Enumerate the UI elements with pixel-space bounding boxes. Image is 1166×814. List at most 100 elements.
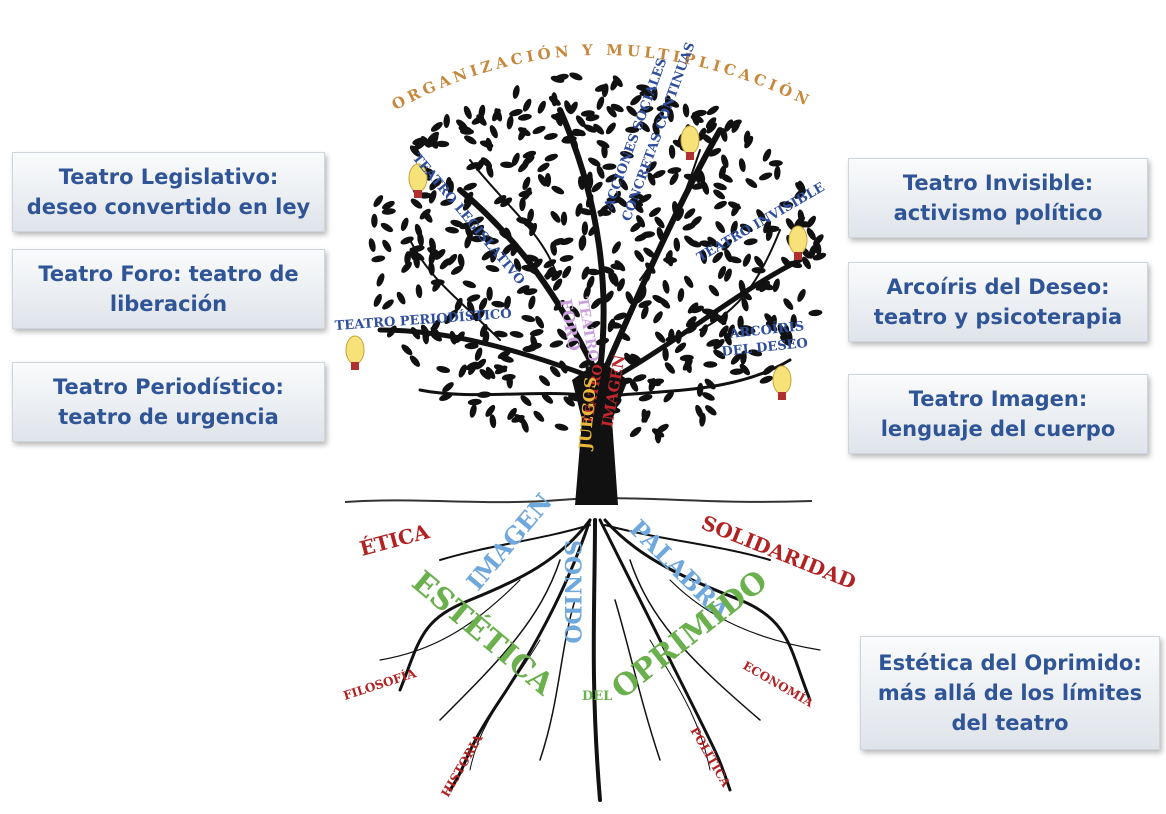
leaf xyxy=(641,408,649,423)
leaf xyxy=(596,96,605,110)
callout-line: Teatro Invisible: xyxy=(902,171,1094,195)
leaf xyxy=(674,342,687,354)
leaf xyxy=(705,405,717,416)
leaf xyxy=(528,342,542,350)
leaf xyxy=(380,222,394,233)
leaf xyxy=(706,338,720,347)
leaf xyxy=(742,325,756,334)
leaf xyxy=(528,295,536,310)
leaf xyxy=(797,288,806,302)
leaf xyxy=(586,275,595,290)
leaf xyxy=(525,254,539,262)
leaf xyxy=(634,250,645,262)
leaf xyxy=(368,238,376,252)
callout-teatro-foro: Teatro Foro: teatro de liberación xyxy=(12,249,325,329)
leaf xyxy=(428,190,437,204)
leaf xyxy=(739,363,750,376)
leaf xyxy=(572,128,586,137)
leaf xyxy=(529,329,544,337)
lightbulb-icon xyxy=(680,125,700,160)
leaf xyxy=(682,222,696,231)
leaf xyxy=(653,111,665,124)
leaf xyxy=(560,211,568,226)
leaf xyxy=(636,215,646,228)
leaf xyxy=(606,105,617,118)
leaf xyxy=(458,125,473,133)
root-label-del: DEL xyxy=(582,689,612,704)
leaf xyxy=(569,101,578,115)
leaf xyxy=(494,108,503,122)
leaf xyxy=(724,119,734,132)
leaf xyxy=(486,286,493,301)
leaf xyxy=(812,252,827,261)
leaf xyxy=(707,236,719,248)
leaf xyxy=(550,113,565,122)
leaf xyxy=(442,382,454,393)
callout-line: teatro y psicoterapia xyxy=(873,305,1123,329)
leaf xyxy=(638,300,652,308)
leaf xyxy=(585,366,597,377)
leaf xyxy=(794,188,806,199)
leaf xyxy=(639,106,654,113)
leaf xyxy=(655,331,666,343)
leaf xyxy=(808,309,823,317)
leaf xyxy=(581,266,590,280)
leaf xyxy=(410,327,421,340)
leaf xyxy=(602,163,617,170)
leaf xyxy=(699,240,714,248)
leaf xyxy=(794,216,805,228)
leaf xyxy=(649,207,661,217)
leaf xyxy=(742,253,751,267)
leaf xyxy=(699,324,708,338)
leaf xyxy=(529,222,538,237)
leaf xyxy=(695,169,702,184)
leaf xyxy=(537,162,550,173)
callout-line: Teatro Foro: teatro de xyxy=(38,262,299,286)
leaf xyxy=(588,157,601,167)
leaf xyxy=(544,153,558,162)
leaf xyxy=(535,315,545,329)
leaf xyxy=(706,312,721,320)
leaf xyxy=(485,404,496,417)
lightbulb-icon xyxy=(772,365,792,400)
callout-line: teatro de urgencia xyxy=(58,405,279,429)
leaf xyxy=(591,297,602,310)
leaf xyxy=(643,247,655,258)
leaf xyxy=(458,364,467,378)
leaf xyxy=(550,211,561,223)
leaf xyxy=(751,267,766,274)
leaf xyxy=(479,323,488,338)
leaf xyxy=(783,298,794,310)
leaf xyxy=(595,337,609,346)
branch-label-arcoiris: ARCOÍRIS xyxy=(728,318,805,342)
leaf xyxy=(706,105,719,116)
leaf xyxy=(652,169,666,179)
leaf xyxy=(516,217,530,225)
leaf xyxy=(537,100,546,114)
leaf xyxy=(652,122,660,136)
leaf xyxy=(687,239,702,248)
leaf xyxy=(730,220,738,235)
leaf xyxy=(470,216,484,225)
ground-line xyxy=(344,497,813,504)
leaf xyxy=(555,73,569,81)
leaf xyxy=(718,165,727,179)
leaf xyxy=(584,398,599,406)
leaf xyxy=(420,324,430,338)
leaf xyxy=(544,133,558,140)
leaf xyxy=(545,266,554,280)
leaf xyxy=(696,382,704,397)
leaf xyxy=(516,285,530,294)
leaf xyxy=(653,311,663,324)
leaf xyxy=(578,236,586,251)
leaf xyxy=(549,340,564,348)
callout-line: Teatro Imagen: xyxy=(908,387,1088,411)
leaf xyxy=(404,251,411,266)
callout-line: deseo convertido en ley xyxy=(26,195,311,219)
leaf xyxy=(463,191,474,204)
leaf xyxy=(779,201,794,208)
leaf xyxy=(493,330,508,338)
root-label-politica: POLÍTICA xyxy=(687,724,734,790)
leaf xyxy=(666,98,680,108)
leaf xyxy=(479,368,491,380)
